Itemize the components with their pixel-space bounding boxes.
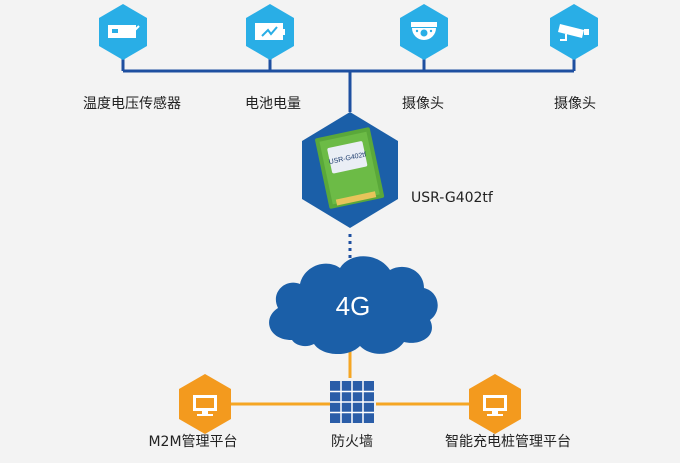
module-card-icon: USR-G402tf: [315, 127, 385, 209]
firewall-label: 防火墙: [331, 434, 373, 450]
sensor-temperature: [99, 4, 147, 60]
network-label: 4G: [336, 291, 371, 321]
sensor-label-dome-camera: 摄像头: [402, 96, 444, 112]
sensor-label-battery: 电池电量: [245, 96, 301, 112]
temperature-voltage-sensor-icon: [108, 25, 140, 38]
cloud-4g: 4G: [269, 256, 438, 355]
sensor-label-temperature: 温度电压传感器: [83, 96, 181, 112]
bullet-camera-icon: [558, 24, 589, 41]
battery-level-icon: [255, 23, 285, 40]
module-label: USR-G402tf: [411, 190, 493, 206]
orange-links: [230, 350, 478, 406]
platform-label-charging: 智能充电桩管理平台: [445, 434, 571, 450]
platform-charging: [469, 374, 521, 434]
platform-label-m2m: M2M管理平台: [148, 434, 238, 450]
sensor-label-bullet-camera: 摄像头: [554, 96, 596, 112]
sensor-bullet-camera: [550, 4, 598, 60]
module-node: USR-G402tf: [302, 112, 398, 228]
monitor-icon: [193, 395, 217, 416]
sensor-battery: [246, 4, 294, 60]
firewall-icon: [330, 381, 374, 423]
sensor-dome-camera: [400, 4, 448, 60]
dome-camera-icon: [411, 22, 437, 40]
monitor-icon: [483, 395, 507, 416]
top-connector: [121, 56, 576, 112]
platform-m2m: [179, 374, 231, 434]
